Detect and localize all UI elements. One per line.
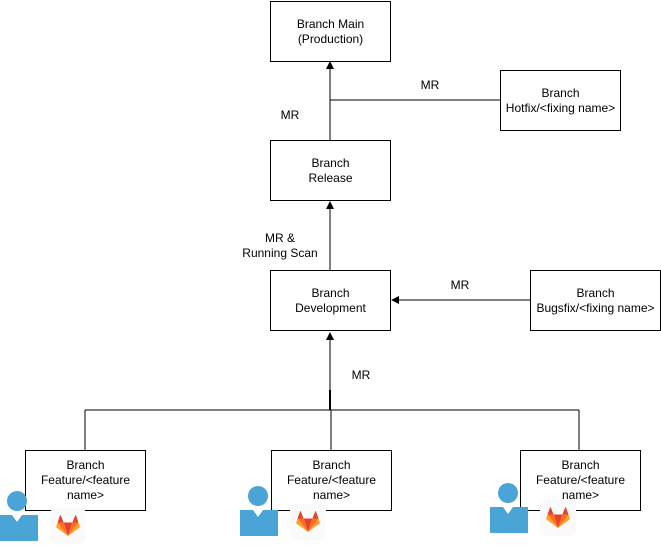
gitlab-logo-icon (56, 515, 80, 536)
node-branch-bugsfix: Branch Bugsfix/<fixing name> (530, 270, 661, 331)
node-branch-feature-1: Branch Feature/<feature name> (25, 450, 146, 511)
node-feature-3-line1: Branch (561, 458, 600, 472)
node-feature-2-line1: Branch (312, 458, 351, 472)
user-icon (490, 483, 528, 533)
node-feature-1-line2: Feature/<feature (40, 473, 131, 487)
node-bugsfix-line2: Bugsfix/<fixing name> (536, 300, 655, 315)
gitlab-icon (540, 500, 576, 536)
user-icon (0, 491, 38, 541)
node-branch-development: Branch Development (270, 270, 391, 331)
label-mr-running-scan: MR & Running Scan (236, 231, 324, 261)
label-mr-release-main: MR (280, 108, 300, 122)
node-feature-2-line3: name> (312, 488, 351, 502)
label-mr-running-scan-line2: Running Scan (242, 246, 318, 260)
label-mr-running-scan-line1: MR & (265, 231, 295, 245)
user-icon (240, 486, 278, 536)
gitlab-icon (290, 504, 326, 540)
node-main-line1: Branch Main (296, 16, 365, 31)
node-release-line2: Release (308, 170, 353, 185)
node-feature-3-line3: name> (561, 488, 600, 502)
label-mr-features-dev: MR (351, 368, 371, 382)
node-development-line2: Development (295, 300, 366, 315)
gitlab-logo-icon (296, 511, 320, 532)
node-release-line1: Branch (311, 155, 350, 170)
label-mr-bugsfix-dev: MR (450, 278, 470, 292)
label-mr-hotfix-main: MR (420, 78, 440, 92)
node-feature-1-line1: Branch (66, 458, 105, 472)
node-bugsfix-line1: Branch (576, 285, 615, 300)
node-branch-feature-2: Branch Feature/<feature name> (271, 450, 392, 511)
node-main-line2: (Production) (297, 31, 364, 46)
gitlab-icon (50, 508, 86, 544)
node-branch-main: Branch Main (Production) (270, 1, 391, 62)
node-branch-feature-3: Branch Feature/<feature name> (520, 450, 641, 511)
gitlab-logo-icon (546, 507, 570, 528)
node-feature-3-line2: Feature/<feature (535, 473, 626, 487)
node-development-line1: Branch (311, 285, 350, 300)
node-branch-release: Branch Release (270, 140, 391, 201)
node-hotfix-line2: Hotfix/<fixing name> (505, 100, 616, 115)
node-feature-1-line3: name> (66, 488, 105, 502)
node-hotfix-line1: Branch (541, 85, 580, 100)
node-branch-hotfix: Branch Hotfix/<fixing name> (500, 70, 621, 131)
node-feature-2-line2: Feature/<feature (286, 473, 377, 487)
